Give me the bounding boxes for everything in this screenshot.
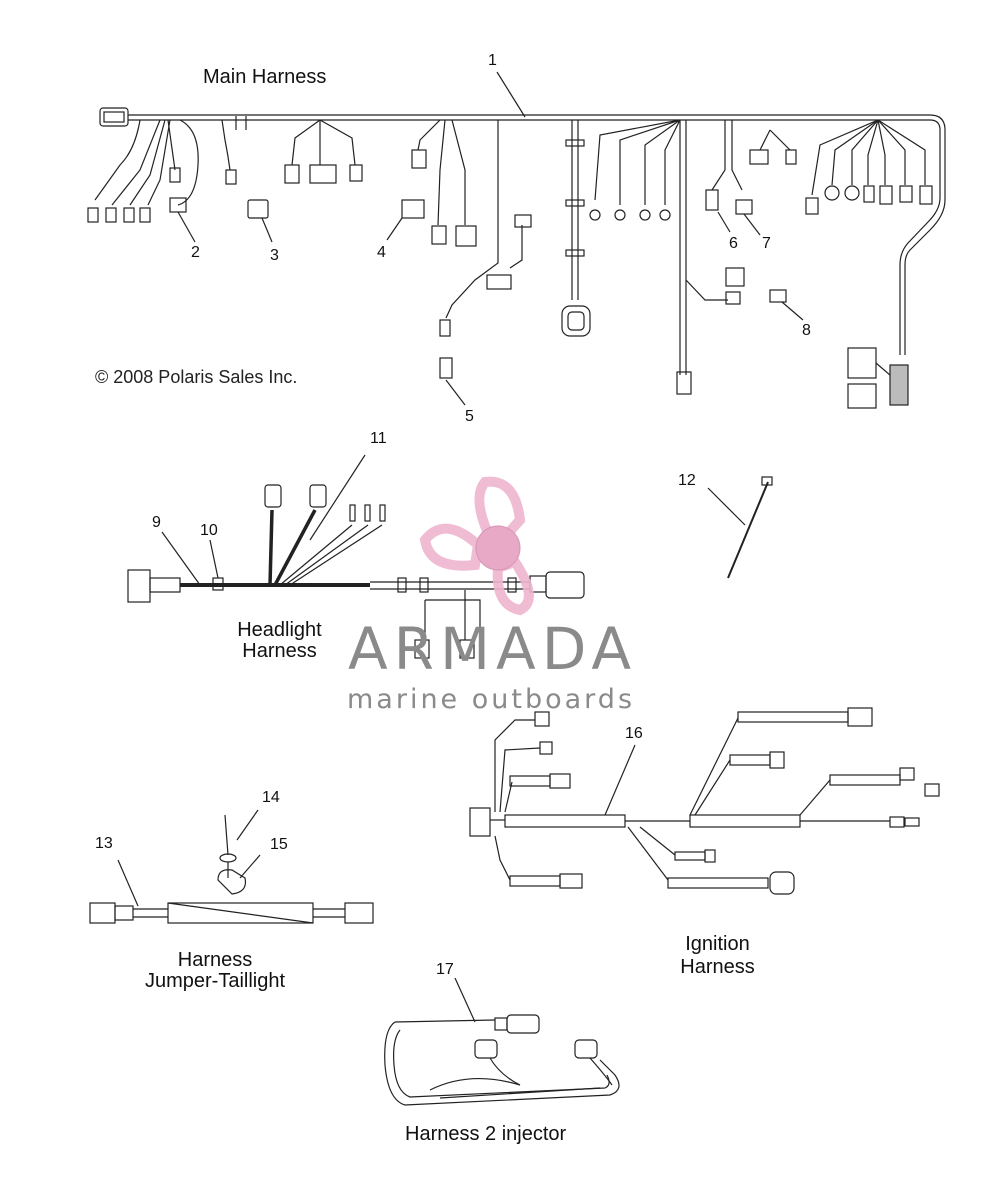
callout-7: 7 [762,235,771,252]
main-harness-drawing [87,71,946,409]
headlight-harness-title-line2: Harness [242,640,317,662]
callout-17: 17 [436,961,454,978]
injector-harness-drawing [384,977,620,1106]
callout-3: 3 [270,247,279,264]
callout-5: 5 [465,408,474,425]
callout-4: 4 [377,244,386,261]
callout-12: 12 [678,472,696,489]
jumper-taillight-title-line2: Jumper-Taillight [144,970,286,992]
callout-13: 13 [95,835,113,852]
jumper-taillight-title-line1: Harness [177,949,253,971]
callout-16: 16 [625,725,643,742]
watermark-tagline: marine outboards [347,684,636,715]
injector-harness-title: Harness 2 injector [405,1123,567,1145]
jumper-taillight-drawing [89,809,374,924]
ignition-harness-drawing [469,707,940,895]
copyright-notice: © 2008 Polaris Sales Inc. [95,367,298,387]
item-12-drawing [707,476,773,579]
callout-8: 8 [802,322,811,339]
ignition-harness-title-line1: Ignition [685,933,750,955]
callout-2: 2 [191,244,200,261]
armada-logo-icon [419,476,534,616]
callout-1: 1 [488,52,497,69]
callout-6: 6 [729,235,738,252]
watermark-brand: ARMADA [348,615,638,683]
callout-14: 14 [262,789,280,806]
headlight-harness-drawing [127,454,585,659]
ignition-harness-title-line2: Harness [680,956,755,978]
callout-15: 15 [270,836,288,853]
main-harness-title: Main Harness [203,66,327,88]
callout-10: 10 [200,522,218,539]
headlight-harness-title-line1: Headlight [237,619,322,641]
callout-9: 9 [152,514,161,531]
callout-11: 11 [370,430,387,447]
